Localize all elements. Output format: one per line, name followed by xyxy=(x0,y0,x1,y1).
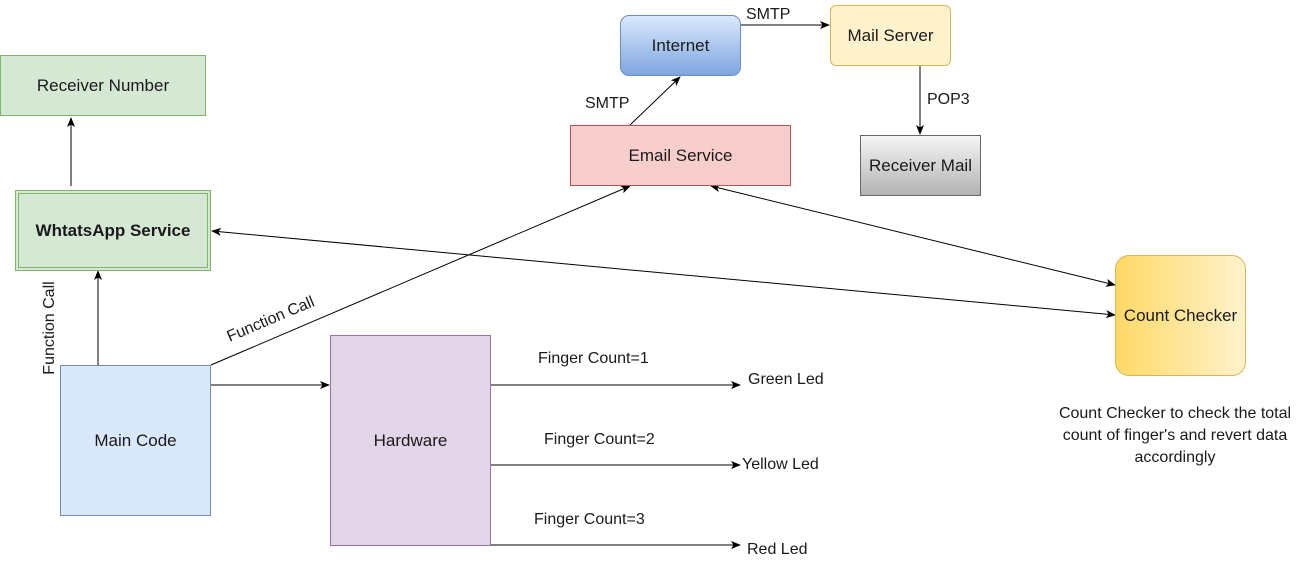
mail-server-label: Mail Server xyxy=(847,25,934,45)
smtp-to-internet-label: SMTP xyxy=(585,95,630,112)
hardware-label: Hardware xyxy=(373,430,448,450)
green-led-label: Green Led xyxy=(748,371,824,388)
function-call-vertical-label: Function Call xyxy=(41,281,58,375)
mail-server-node[interactable]: Mail Server xyxy=(830,5,951,66)
pop3-label: POP3 xyxy=(927,91,970,108)
whatsapp-service-node[interactable]: WhtatsApp Service xyxy=(15,190,211,271)
email-service-node[interactable]: Email Service xyxy=(570,125,791,186)
smtp-to-mail-server-label: SMTP xyxy=(746,6,791,23)
main-code-label: Main Code xyxy=(94,430,177,450)
email-service-label: Email Service xyxy=(628,145,733,165)
count-checker-label: Count Checker xyxy=(1123,305,1238,325)
main-code-node[interactable]: Main Code xyxy=(60,365,211,516)
edge-email-to-internet xyxy=(629,76,681,126)
edge-email-count-checker xyxy=(710,184,1116,287)
receiver-mail-label: Receiver Mail xyxy=(869,155,972,175)
internet-node[interactable]: Internet xyxy=(620,15,741,76)
finger-count-3-label: Finger Count=3 xyxy=(534,511,645,528)
receiver-number-label: Receiver Number xyxy=(36,75,170,95)
hardware-node[interactable]: Hardware xyxy=(330,335,491,546)
count-checker-node[interactable]: Count Checker xyxy=(1115,255,1246,376)
receiver-number-node[interactable]: Receiver Number xyxy=(0,55,206,116)
receiver-mail-node[interactable]: Receiver Mail xyxy=(860,135,981,196)
edge-whatsapp-count-checker xyxy=(211,227,1116,319)
red-led-label: Red Led xyxy=(747,541,808,558)
whatsapp-service-label: WhtatsApp Service xyxy=(35,220,191,240)
count-checker-note: Count Checker to check the total count o… xyxy=(1058,405,1292,466)
yellow-led-label: Yellow Led xyxy=(742,456,819,473)
internet-label: Internet xyxy=(651,35,710,55)
finger-count-2-label: Finger Count=2 xyxy=(544,431,655,448)
finger-count-1-label: Finger Count=1 xyxy=(538,350,649,367)
